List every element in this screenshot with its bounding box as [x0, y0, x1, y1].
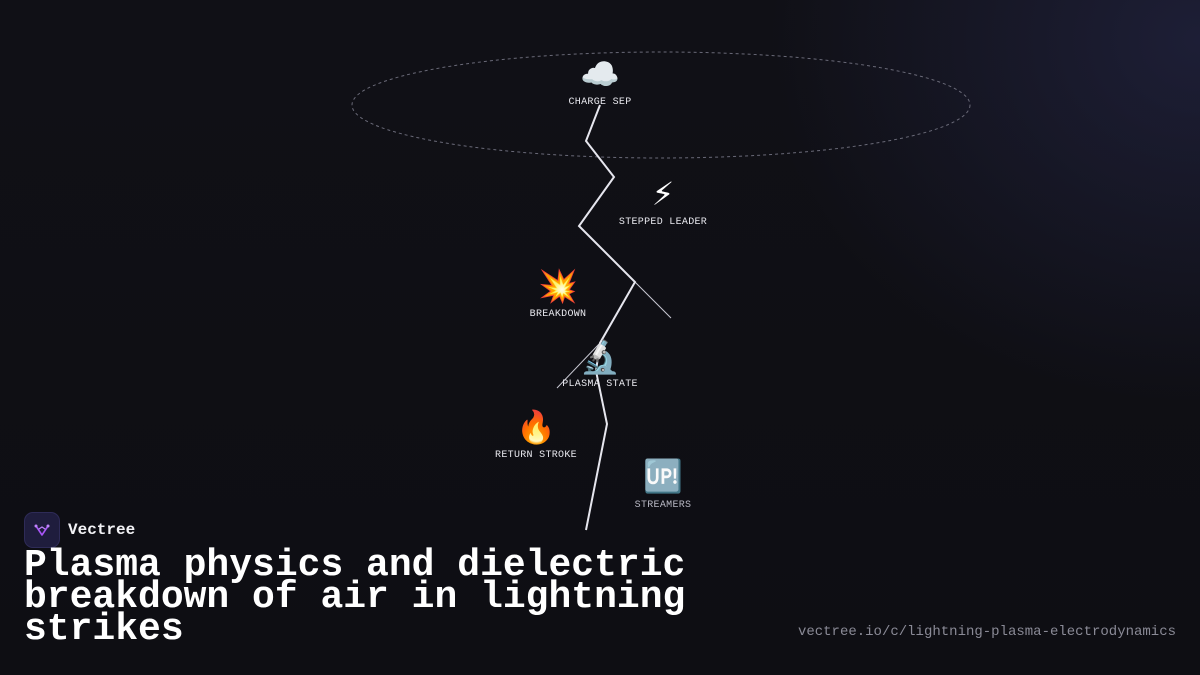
up-icon: 🆙	[643, 457, 683, 495]
vectree-logo-icon	[24, 512, 60, 548]
brand-name: Vectree	[68, 521, 136, 539]
node-label-charge-sep: CHARGE SEP	[568, 97, 632, 108]
node-label-breakdown: BREAKDOWN	[529, 309, 587, 320]
node-label-plasma-state: PLASMA STATE	[562, 379, 638, 390]
node-label-stepped-leader: STEPPED LEADER	[618, 217, 708, 228]
cloud-ellipse	[351, 51, 971, 159]
fire-icon: 🔥	[516, 408, 556, 446]
cloud-icon: ☁️	[580, 55, 620, 93]
bolt-branch-right	[634, 281, 672, 319]
node-label-streamers: STREAMERS	[634, 500, 692, 511]
bolt-branch-left	[556, 342, 601, 389]
brand: Vectree	[24, 512, 135, 548]
page-title: Plasma physics and dielectric breakdown …	[24, 544, 686, 651]
microscope-icon: 🔬	[580, 338, 620, 376]
node-label-return-stroke: RETURN STROKE	[495, 450, 577, 461]
source-url: vectree.io/c/lightning-plasma-electrodyn…	[797, 624, 1176, 640]
lightning-bolt	[577, 104, 637, 531]
lightning-icon: ⚡	[651, 175, 675, 213]
collision-icon: 💥	[538, 267, 578, 305]
